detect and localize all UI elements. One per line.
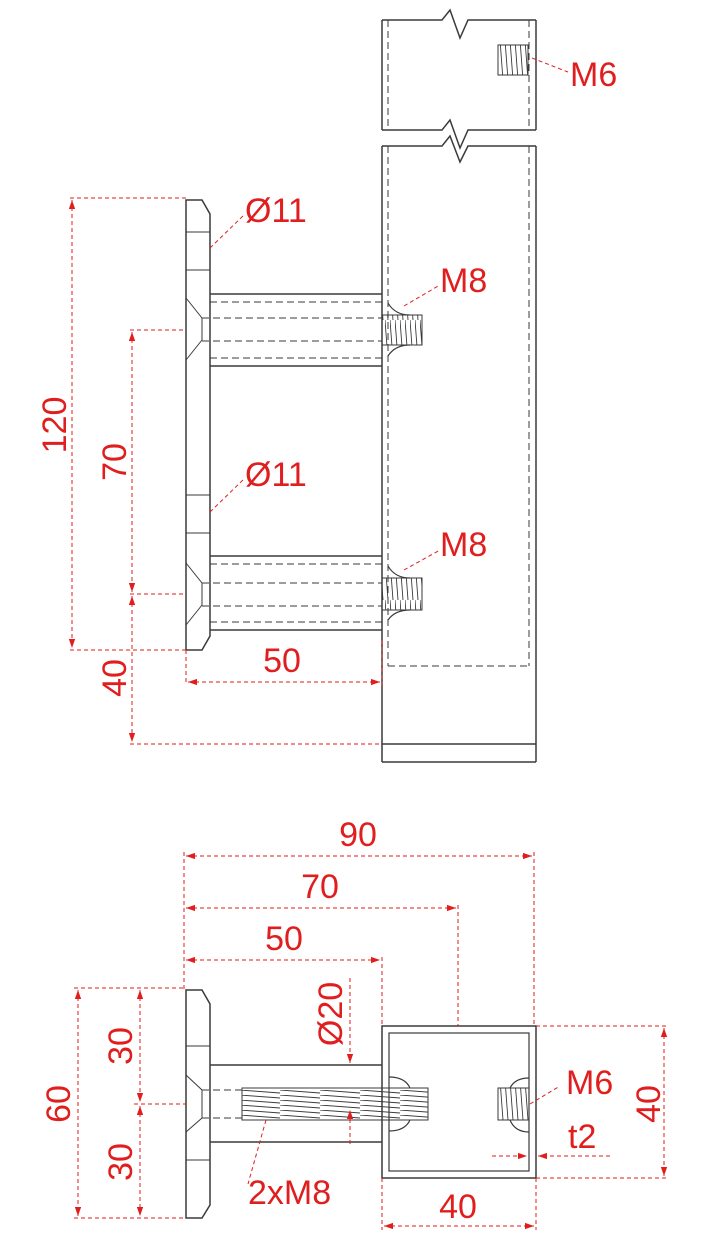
dim-plate-width: 60 <box>40 1085 78 1123</box>
dim-hole-spacing: 70 <box>96 443 134 481</box>
label-hole-upper: Ø11 <box>245 192 307 230</box>
dim-total-height: 120 <box>36 397 74 454</box>
label-bolts: 2xM8 <box>248 1174 331 1212</box>
spacer-upper <box>202 293 423 367</box>
tube-upper-fragment <box>381 8 537 151</box>
dim-half-lower: 30 <box>102 1143 140 1181</box>
dim-standoff: 50 <box>263 642 301 680</box>
side-view-dimensions <box>68 57 569 745</box>
label-hole-lower: Ø11 <box>245 456 307 494</box>
plan-view-labels: 90 70 50 Ø20 60 30 30 M6 40 t2 40 2xM8 <box>40 816 668 1226</box>
side-view-labels: M6 Ø11 M8 Ø11 M8 120 70 40 50 <box>36 56 617 697</box>
label-thread-lower: M8 <box>440 526 487 564</box>
dim-standoff-plan: 50 <box>265 920 303 958</box>
dim-tube-height: 40 <box>630 1085 668 1123</box>
dim-wall-thickness: t2 <box>568 1118 596 1156</box>
dim-overall: 90 <box>339 816 377 854</box>
side-view <box>185 8 537 763</box>
plan-view-dimensions <box>74 852 668 1230</box>
plan-view <box>185 989 537 1219</box>
spacer-lower <box>202 555 423 631</box>
tube-section <box>381 1025 537 1179</box>
dim-to-tube-center: 70 <box>301 868 339 906</box>
tube-main <box>381 134 537 763</box>
label-thread-upper: M8 <box>440 262 487 300</box>
label-thread-tube: M6 <box>566 1064 613 1102</box>
dim-bottom-offset: 40 <box>96 659 134 697</box>
spacer-section <box>202 1064 429 1143</box>
label-thread-top: M6 <box>570 56 617 94</box>
dim-tube-width: 40 <box>439 1188 477 1226</box>
dim-spacer-diameter: Ø20 <box>312 982 350 1046</box>
dim-half-upper: 30 <box>102 1027 140 1065</box>
plate-section <box>185 989 211 1219</box>
